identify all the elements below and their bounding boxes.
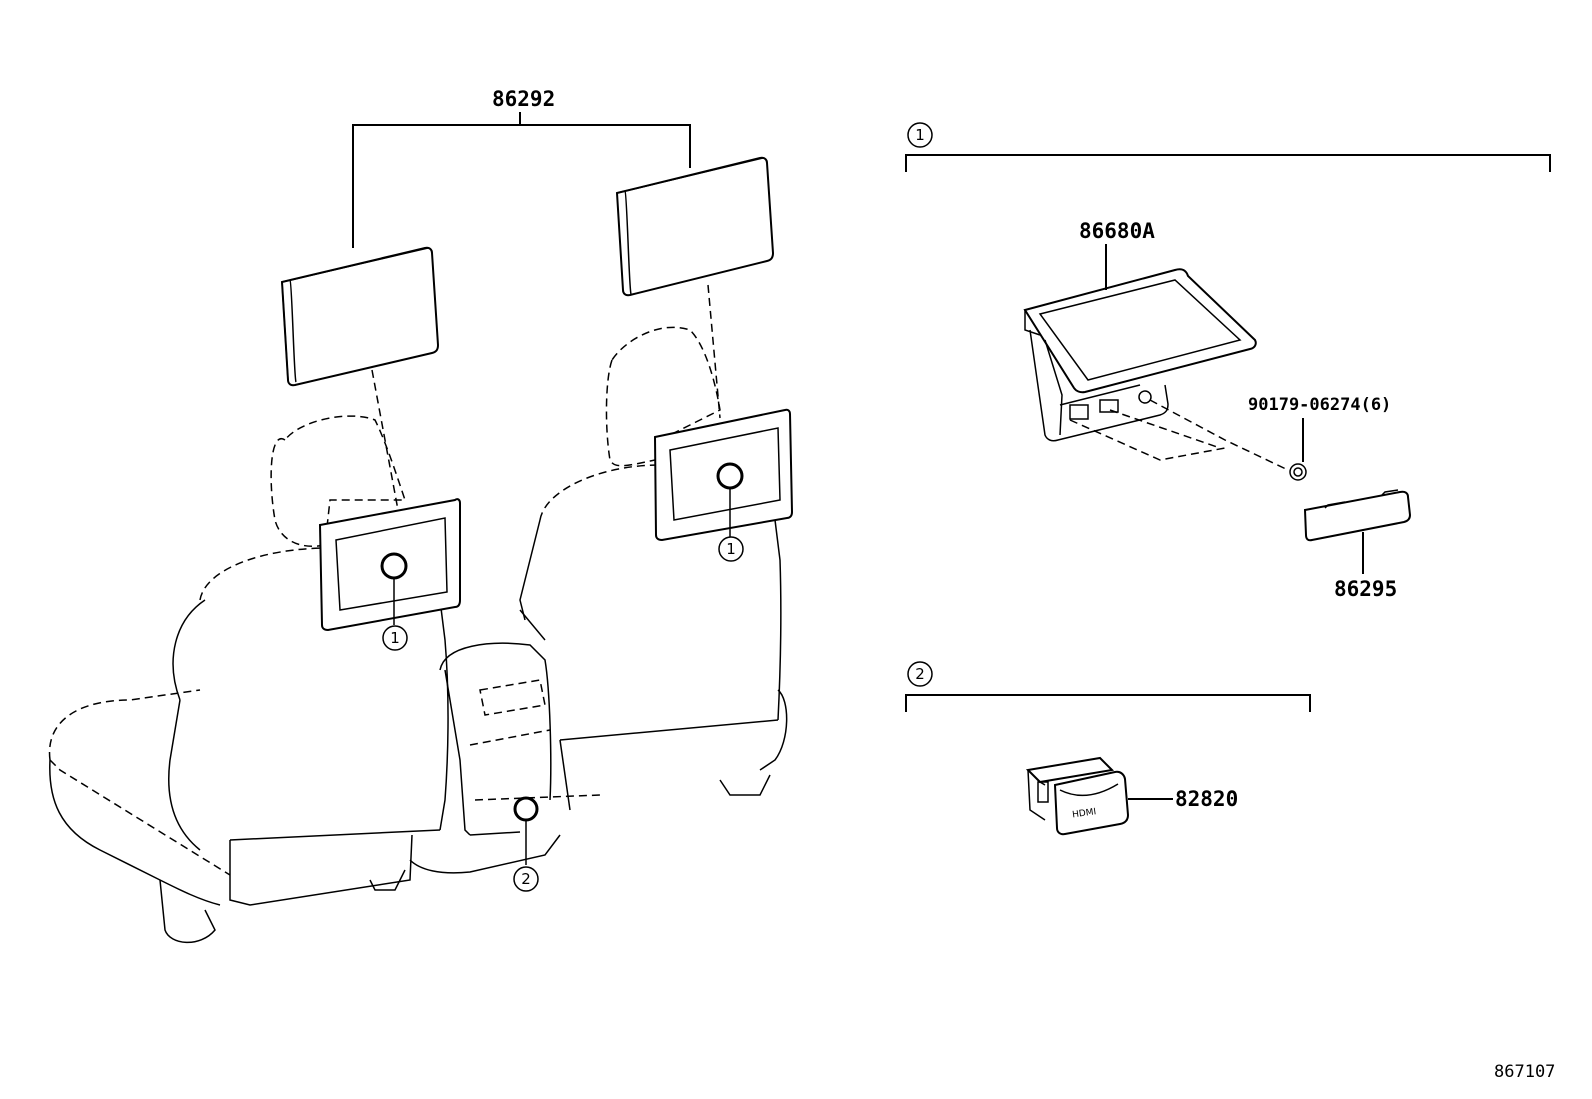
hdmi-marking: HDMI bbox=[1072, 807, 1097, 820]
part-number-90179-06274: 90179-06274(6) bbox=[1248, 395, 1391, 415]
svg-text:2: 2 bbox=[915, 665, 925, 683]
figure-number: 867107 bbox=[1494, 1062, 1555, 1082]
label-leader-86292 bbox=[352, 112, 691, 248]
cover-86295 bbox=[1303, 489, 1412, 574]
screw-leaders bbox=[1069, 399, 1289, 471]
seat-assembly-illustration bbox=[48, 326, 794, 944]
part-number-82820: 82820 bbox=[1175, 787, 1238, 811]
right-seatback-monitor bbox=[653, 408, 794, 542]
left-seatback-monitor bbox=[318, 498, 461, 632]
svg-text:1: 1 bbox=[915, 126, 925, 144]
monitor-right-exploded bbox=[615, 156, 775, 419]
callout-marker-ring bbox=[716, 462, 744, 490]
hdmi-socket-82820: HDMI bbox=[1025, 756, 1173, 836]
detail-2-header: 2 bbox=[905, 661, 1311, 712]
svg-text:1: 1 bbox=[726, 540, 736, 558]
screw-90179 bbox=[1289, 418, 1307, 481]
part-number-86680A: 86680A bbox=[1079, 219, 1155, 243]
callout-1-right: 1 bbox=[718, 536, 744, 562]
callout-2-console: 2 bbox=[513, 866, 539, 892]
center-console bbox=[409, 609, 601, 874]
callout-marker-ring bbox=[380, 552, 408, 580]
svg-text:2: 2 bbox=[521, 870, 531, 888]
monitor-left-exploded bbox=[280, 246, 440, 511]
part-number-86295: 86295 bbox=[1334, 577, 1397, 601]
callout-marker-ring bbox=[513, 796, 539, 822]
svg-text:1: 1 bbox=[390, 629, 400, 647]
part-number-86292: 86292 bbox=[492, 87, 555, 111]
display-unit-86680A bbox=[1023, 244, 1257, 442]
callout-1-left: 1 bbox=[382, 625, 408, 651]
detail-1-header: 1 bbox=[905, 122, 1551, 172]
